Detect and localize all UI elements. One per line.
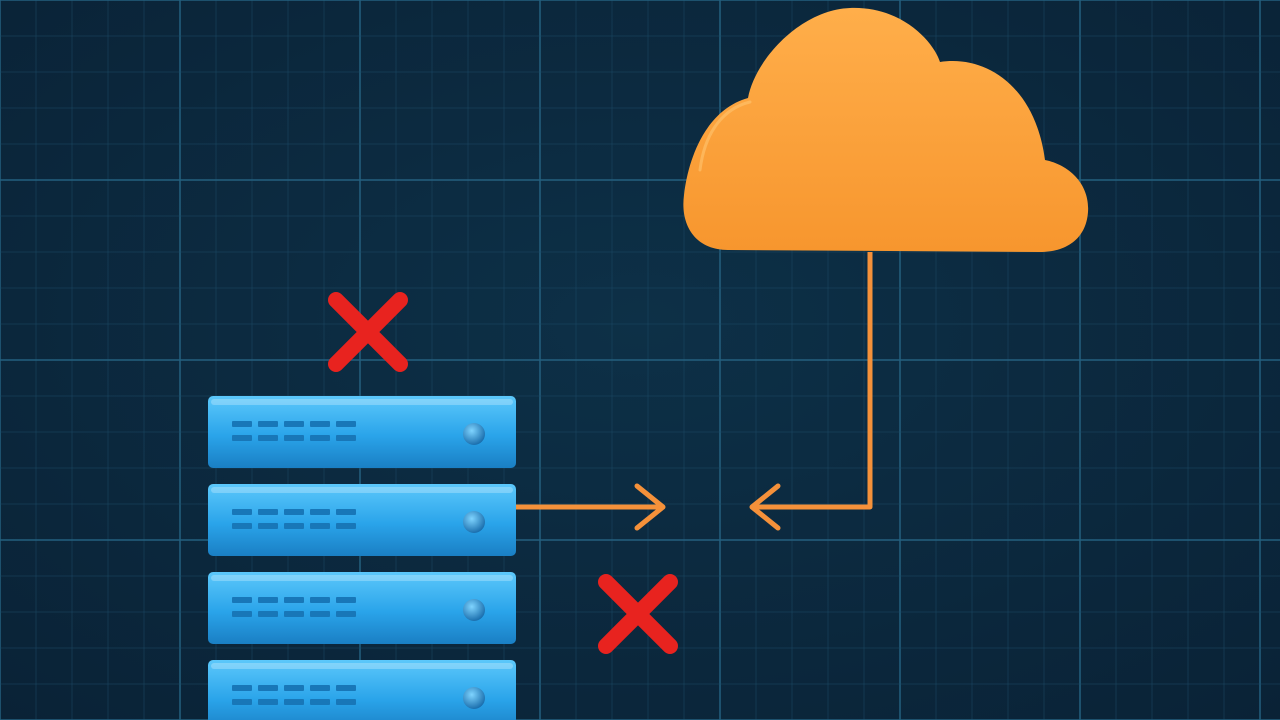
server-vent-slot: [310, 597, 330, 603]
server-unit-highlight: [211, 487, 513, 493]
server-unit: [208, 660, 516, 720]
server-vent-slot: [284, 611, 304, 617]
server-vent-slot: [232, 597, 252, 603]
server-vent-slot: [232, 685, 252, 691]
server-vent-slot: [310, 699, 330, 705]
server-unit: [208, 572, 516, 644]
server-vent-slot: [284, 509, 304, 515]
server-vent-slot: [232, 523, 252, 529]
server-vent-slot: [310, 509, 330, 515]
arrow-head-icon: [749, 483, 781, 531]
server-rack-icon: [208, 396, 516, 720]
server-vent-slot: [310, 421, 330, 427]
server-vent-slot: [232, 611, 252, 617]
server-vent-slot: [258, 597, 278, 603]
connector-lines: [515, 252, 873, 531]
server-status-led: [463, 423, 485, 445]
server-vent-slot: [284, 435, 304, 441]
server-unit-body: [208, 484, 516, 556]
server-vent-slot: [258, 523, 278, 529]
server-vent-slot: [284, 597, 304, 603]
server-vent-slot: [310, 611, 330, 617]
server-vent-slot: [284, 685, 304, 691]
server-vent-slot: [336, 597, 356, 603]
server-vent-slot: [310, 523, 330, 529]
server-vent-slot: [336, 699, 356, 705]
server-unit: [208, 484, 516, 556]
server-vent-slot: [258, 699, 278, 705]
server-status-led: [463, 687, 485, 709]
server-vent-slot: [336, 435, 356, 441]
server-vent-slot: [232, 699, 252, 705]
server-vent-slot: [310, 685, 330, 691]
server-unit-body: [208, 396, 516, 468]
server-vent-slot: [284, 421, 304, 427]
server-vent-slot: [258, 611, 278, 617]
server-vent-slot: [258, 435, 278, 441]
red-x-icon: [598, 574, 678, 654]
server-vent-slot: [284, 523, 304, 529]
server-vent-slot: [336, 685, 356, 691]
cloud-to-center-line: [755, 252, 873, 510]
server-unit-highlight: [211, 399, 513, 405]
server-unit-highlight: [211, 663, 513, 669]
server-vent-slot: [232, 421, 252, 427]
server-status-led: [463, 599, 485, 621]
server-vent-slot: [336, 421, 356, 427]
server-unit-highlight: [211, 575, 513, 581]
server-unit-body: [208, 660, 516, 720]
server-vent-slot: [258, 685, 278, 691]
server-vent-slot: [258, 421, 278, 427]
server-vent-slot: [336, 523, 356, 529]
arrow-head-icon: [634, 483, 666, 531]
server-vent-slot: [310, 435, 330, 441]
server-vent-slot: [232, 435, 252, 441]
server-vent-slot: [232, 509, 252, 515]
server-vent-slot: [284, 699, 304, 705]
server-status-led: [463, 511, 485, 533]
server-vent-slot: [336, 509, 356, 515]
red-x-icon: [328, 292, 408, 372]
server-unit-body: [208, 572, 516, 644]
cloud-icon: [683, 7, 1089, 253]
server-unit: [208, 396, 516, 468]
server-vent-slot: [336, 611, 356, 617]
server-vent-slot: [258, 509, 278, 515]
